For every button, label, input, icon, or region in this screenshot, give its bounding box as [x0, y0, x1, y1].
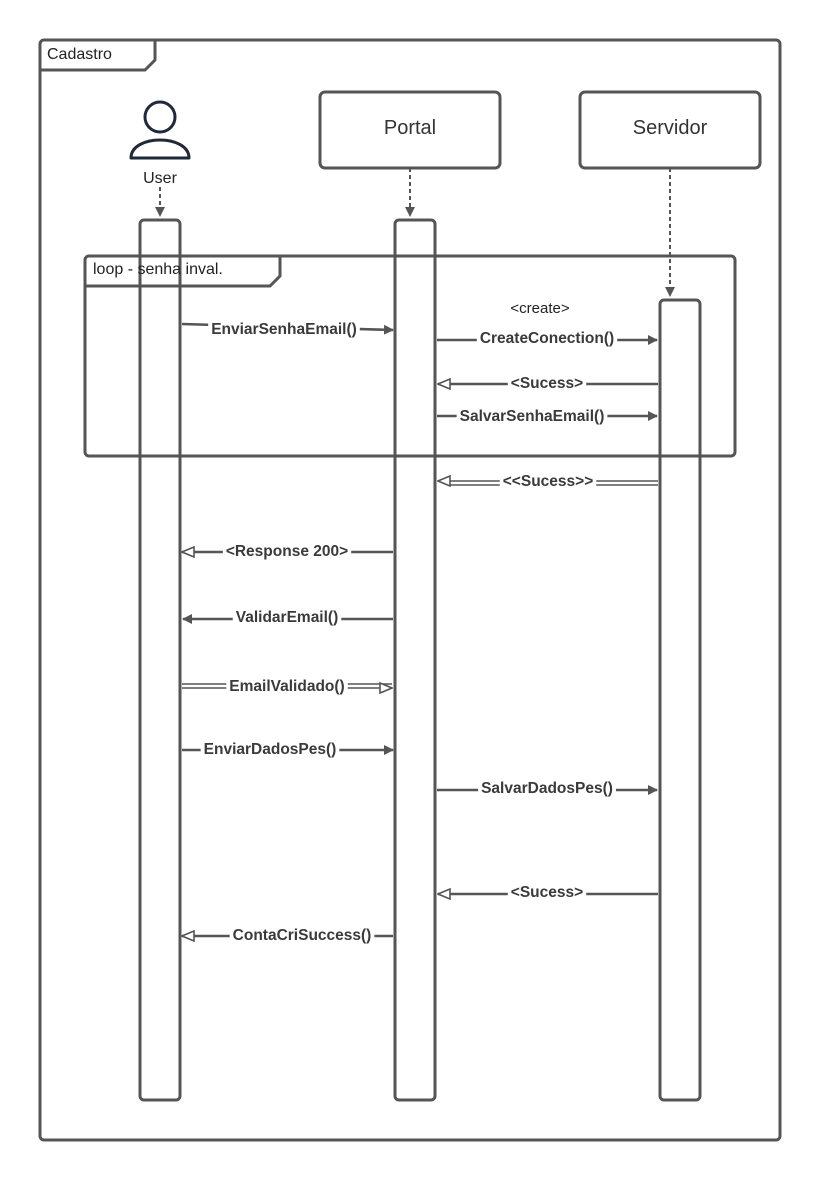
message-double-sucess[interactable]: <<Sucess>>: [438, 472, 658, 491]
label-backdrop: [229, 926, 375, 945]
cadastro-frame: Cadastro: [38, 38, 782, 1142]
label-backdrop: [507, 374, 587, 393]
frame-tab: [40, 40, 157, 72]
message-label: <Sucess>: [511, 884, 583, 901]
message-label: CreateConection(): [480, 330, 614, 347]
label-backdrop: [478, 779, 616, 798]
participant-servidor[interactable]: Servidor: [578, 90, 762, 170]
message-label: EnviarDadosPes(): [204, 741, 337, 758]
message-response-200[interactable]: <Response 200>: [182, 542, 393, 561]
label-backdrop: [499, 472, 597, 491]
message-label: <Response 200>: [226, 543, 348, 560]
label-backdrop: [456, 407, 608, 426]
message-enviar-senha-email[interactable]: EnviarSenhaEmail(): [181, 320, 394, 339]
loop-border: [83, 254, 737, 458]
create-stereotype: <create>: [510, 300, 569, 317]
activation-bars: [138, 218, 702, 1102]
actor-user[interactable]: User: [129, 100, 191, 187]
frame-title: Cadastro: [47, 46, 112, 63]
participant-portal[interactable]: Portal: [318, 90, 502, 170]
user-activation-bar: [138, 218, 182, 1102]
label-backdrop: [200, 740, 340, 759]
portal-activation-bar: [393, 218, 437, 1102]
label-backdrop: [507, 883, 587, 902]
frame-border: [38, 38, 782, 1142]
message-salvar-senha-email[interactable]: SalvarSenhaEmail(): [437, 407, 658, 426]
message-label: SalvarDadosPes(): [481, 780, 613, 797]
message-label: EmailValidado(): [229, 678, 344, 695]
message-label: ValidarEmail(): [236, 609, 339, 626]
label-backdrop: [476, 329, 618, 348]
servidor-activation-bar: [658, 298, 702, 1102]
message-create-conection[interactable]: CreateConection(): [437, 329, 658, 348]
loop-tab: [85, 256, 282, 288]
message-salvar-dados-pes[interactable]: SalvarDadosPes(): [437, 779, 658, 798]
message-label: <Sucess>: [511, 375, 583, 392]
message-sucess-2[interactable]: <Sucess>: [438, 883, 658, 902]
message-sucess-1[interactable]: <Sucess>: [438, 374, 658, 393]
message-enviar-dados-pes[interactable]: EnviarDadosPes(): [182, 740, 394, 759]
label-backdrop: [222, 542, 352, 561]
participant-portal-label: Portal: [384, 117, 436, 139]
user-icon: [129, 100, 191, 160]
actor-label: User: [143, 170, 177, 187]
participant-servidor-label: Servidor: [633, 117, 708, 139]
message-label: EnviarSenhaEmail(): [211, 321, 357, 338]
message-label: <<Sucess>>: [503, 473, 594, 490]
message-conta-cri-success[interactable]: ContaCriSuccess(): [182, 926, 393, 945]
message-email-validado[interactable]: EmailValidado(): [182, 677, 392, 696]
loop-label: loop - senha inval.: [93, 261, 223, 278]
user-lifeline-arrow: [155, 207, 165, 217]
label-backdrop: [232, 608, 342, 627]
label-backdrop: [226, 677, 348, 696]
message-label: SalvarSenhaEmail(): [460, 408, 605, 425]
portal-lifeline-arrow: [405, 207, 415, 217]
servidor-lifeline-arrow: [665, 287, 675, 297]
message-label: ContaCriSuccess(): [233, 927, 372, 944]
label-backdrop: [208, 320, 360, 339]
lifeline-connectors: [155, 168, 675, 297]
loop-fragment: loop - senha inval.: [83, 254, 737, 458]
message-validar-email[interactable]: ValidarEmail(): [182, 608, 393, 627]
